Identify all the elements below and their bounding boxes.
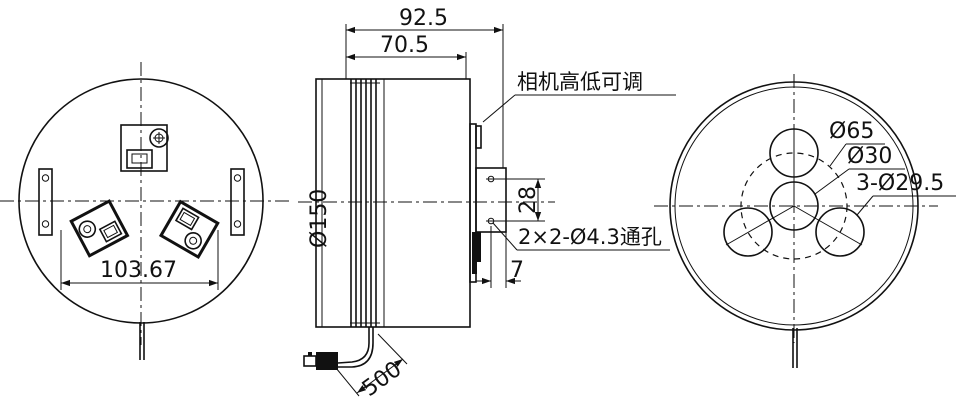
front-cable xyxy=(792,328,798,368)
ethernet-port-icon xyxy=(126,149,153,169)
power-cable xyxy=(303,327,374,370)
overall-depth-dimension: 92.5 xyxy=(345,6,504,168)
round-connector-icon xyxy=(149,128,169,148)
ring-diameter-callout: Ø65 xyxy=(829,119,885,167)
mount-offset-dimension: 7 xyxy=(476,226,524,288)
side-housing xyxy=(315,78,471,328)
connector-spacing-label: 103.67 xyxy=(100,258,177,283)
round-connector-icon xyxy=(184,231,202,250)
outer-diameter-callout: 3-Ø29.5 xyxy=(856,171,956,216)
mount-holes-label: 2×2-Ø4.3通孔 xyxy=(518,225,662,249)
mount-holes-callout: 2×2-Ø4.3通孔 xyxy=(492,222,670,251)
body-depth-dimension: 70.5 xyxy=(346,33,467,79)
top-connector-module xyxy=(120,124,169,172)
overall-depth-label: 92.5 xyxy=(399,6,448,31)
diameter-label: Ø150 xyxy=(307,189,332,248)
left-connector-module xyxy=(69,199,130,258)
connector-spacing-dimension: 103.67 xyxy=(60,230,219,290)
left-camera-circle xyxy=(723,207,773,257)
height-adjust-label: 相机高低可调 xyxy=(517,70,643,94)
center-diameter-label: Ø30 xyxy=(847,144,892,169)
mount-bracket-side xyxy=(475,167,507,233)
mount-spacing-label: 28 xyxy=(516,186,541,214)
cable-length-dimension: 500 xyxy=(335,333,408,402)
ethernet-port-icon xyxy=(98,220,123,243)
mount-spacing-dimension: 28 xyxy=(496,178,545,222)
right-mount-bracket xyxy=(230,168,245,236)
left-mount-bracket xyxy=(38,168,53,236)
right-camera-circle xyxy=(815,207,865,257)
center-diameter-callout: Ø30 xyxy=(814,144,905,195)
side-view: 92.5 70.5 Ø150 相机高低可调 28 2×2-Ø4.3通孔 xyxy=(298,6,676,402)
round-connector-icon xyxy=(78,220,97,238)
rear-view: 103.67 xyxy=(0,62,290,360)
right-connector-module xyxy=(158,199,220,260)
outer-diameter-label: 3-Ø29.5 xyxy=(856,171,944,196)
pitch-circle xyxy=(740,152,848,260)
mount-offset-label: 7 xyxy=(510,258,524,283)
height-adjust-callout: 相机高低可调 xyxy=(482,70,676,123)
ethernet-port-icon xyxy=(174,207,200,231)
front-view: Ø65 Ø30 3-Ø29.5 xyxy=(654,74,956,368)
ring-diameter-label: Ø65 xyxy=(829,119,874,144)
rear-cable xyxy=(139,322,145,360)
body-depth-label: 70.5 xyxy=(380,33,429,58)
